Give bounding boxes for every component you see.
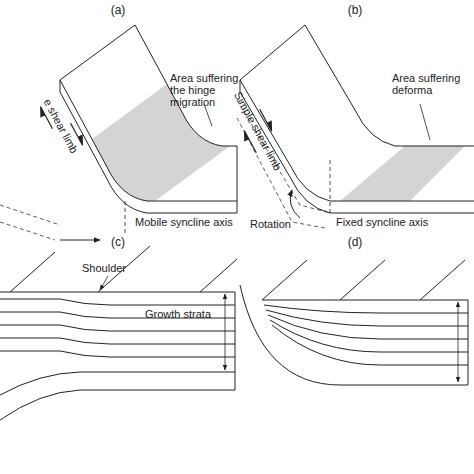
figure-label: (b): [340, 4, 370, 16]
figure-label: Shoulder: [82, 262, 142, 274]
growth-strata-fan: [262, 300, 468, 365]
limb-surface: [60, 25, 237, 201]
slab-corners: [60, 25, 237, 213]
front-edge: [240, 80, 474, 201]
leader-arrow: [100, 276, 108, 290]
deformation-area: [340, 146, 465, 201]
growth-strata-lines: [0, 299, 235, 357]
figure-label: Rotation: [250, 218, 310, 230]
figure-label: Growth strata: [145, 308, 223, 320]
front-face-edge: [60, 92, 237, 213]
stratum-line: [0, 292, 235, 293]
pre-growth-strata: [0, 372, 235, 420]
top-surface-line: [10, 246, 237, 292]
leader-line: [420, 104, 430, 140]
top-surface-line: [262, 260, 465, 300]
previous-position-outline: [0, 205, 60, 240]
figure-label: Area suffering the hinge migration: [170, 72, 240, 108]
thickness-arrow: [225, 294, 226, 370]
thickness-arrow: [458, 302, 459, 382]
block-edge: [235, 292, 236, 390]
figure-label: (a): [103, 4, 133, 16]
figure-label: Area suffering deforma: [392, 72, 472, 96]
rotation-arrow: [290, 190, 300, 218]
figure-label: Fixed syncline axis: [336, 216, 446, 228]
limb-surface: [240, 25, 474, 201]
syncline-axis: [330, 160, 331, 214]
slab-corners: [240, 25, 305, 92]
migration-arrow: [60, 240, 100, 241]
syncline-axis: [125, 201, 126, 236]
figure-label: (d): [340, 236, 370, 248]
block-edge: [468, 300, 469, 385]
figure-label: (c): [103, 236, 133, 248]
back-edge: [305, 25, 474, 146]
limb-base: [240, 285, 468, 385]
figure-label: Mobile syncline axis: [135, 216, 240, 228]
